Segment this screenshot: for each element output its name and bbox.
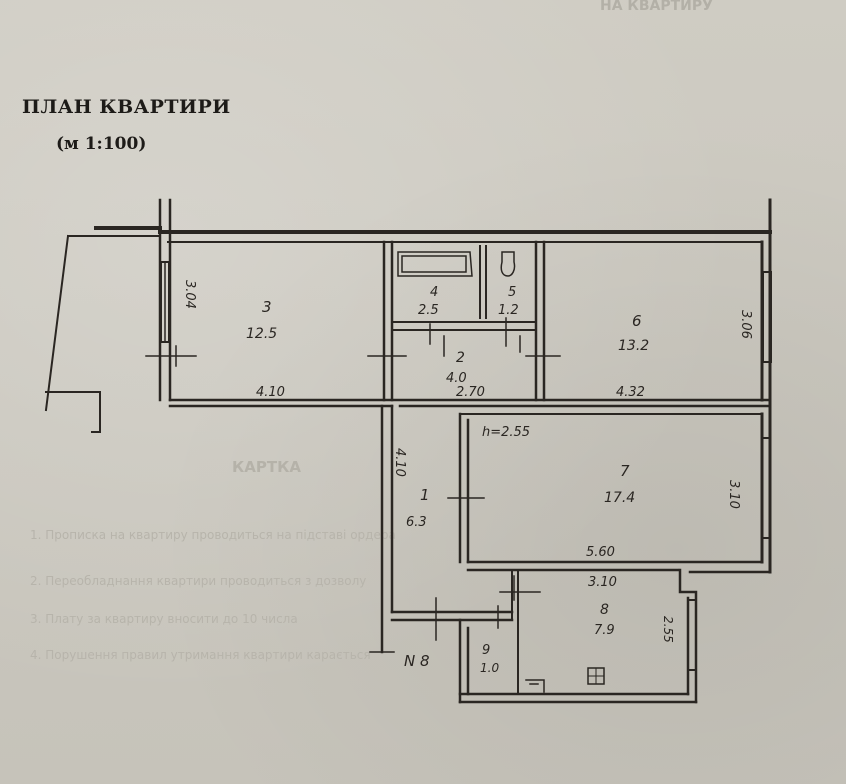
middle-wall	[168, 398, 772, 408]
dim-room3-width: 4.10	[256, 385, 285, 400]
toilet-icon	[500, 251, 516, 277]
room-6-number: 6	[632, 312, 642, 330]
wall-bath-toilet	[479, 245, 487, 319]
wall-bath-right	[534, 240, 546, 402]
room-8-number: 8	[600, 602, 609, 618]
sink-icon	[525, 679, 545, 693]
faded-line-4: 4. Порушення правил утримання квартири к…	[30, 648, 371, 662]
door-tick-7	[499, 575, 541, 601]
room-5-number: 5	[508, 285, 516, 300]
dim-room3-height: 3.04	[182, 280, 197, 309]
room8-bottom-wall	[458, 692, 698, 704]
dim-room7-width: 5.60	[586, 545, 615, 560]
bathtub-icon	[397, 251, 473, 277]
dim-room6-width: 4.32	[616, 385, 645, 400]
room-3-number: 3	[262, 298, 272, 316]
balcony-outline	[44, 234, 161, 433]
room-3-area: 12.5	[246, 326, 277, 342]
room-7-number: 7	[620, 462, 630, 480]
door-tick-8	[435, 597, 499, 641]
dim-room6-height: 3.06	[738, 310, 753, 339]
room9-top-wall	[390, 610, 514, 622]
room-8-area: 7.9	[594, 623, 615, 638]
room-5-area: 1.2	[498, 303, 519, 318]
stove-grid	[587, 667, 605, 685]
apartment-number: N 8	[404, 652, 430, 670]
faded-line-3: 3. Плату за квартиру вносити до 10 числа	[30, 612, 298, 626]
wall-bath-bottom	[391, 321, 537, 331]
room8-left-wall	[511, 569, 519, 695]
outer-wall-top	[94, 226, 772, 234]
door-tick-5	[525, 345, 561, 369]
room-6-area: 13.2	[618, 338, 649, 354]
dim-room8-height: 2.55	[661, 616, 675, 643]
room-9-area: 1.0	[480, 661, 499, 675]
dim-room8-width: 3.10	[588, 575, 617, 590]
window-room7	[761, 437, 771, 539]
window-room6	[762, 271, 772, 363]
faded-heading: КАРТКА	[232, 458, 301, 476]
room-1-area: 6.3	[406, 515, 427, 530]
room-9-number: 9	[482, 643, 490, 658]
wall-room3-right	[382, 240, 394, 402]
room7-bottom-wall	[466, 560, 772, 574]
room-4-number: 4	[430, 285, 438, 300]
room-1-number: 1	[420, 486, 430, 504]
room-7-area: 17.4	[604, 490, 635, 506]
corridor-left-wall	[380, 404, 394, 654]
dim-room7-height: 3.10	[726, 480, 741, 509]
plan-scale: (м 1:100)	[56, 134, 147, 154]
room-2-area: 4.0	[446, 371, 467, 386]
faded-header: НА КВАРТИРУ	[600, 0, 713, 14]
room9-left-wall	[458, 618, 470, 704]
door-tick-4	[505, 317, 521, 353]
dim-ceiling-height: h=2.55	[482, 425, 530, 440]
window-room8	[687, 599, 697, 671]
faded-line-2: 2. Переобладнання квартири проводиться з…	[30, 574, 367, 588]
door-tick-1	[145, 345, 197, 367]
right-wall-room7	[760, 408, 772, 574]
dim-room1-height: 4.10	[392, 448, 407, 477]
plan-title: ПЛАН КВАРТИРИ	[22, 96, 231, 118]
room-4-area: 2.5	[418, 303, 439, 318]
door-tick-3	[429, 323, 445, 357]
corridor-right-wall	[458, 412, 470, 564]
room-2-number: 2	[456, 350, 465, 366]
faded-line-1: 1. Прописка на квартиру проводиться на п…	[30, 528, 396, 542]
dim-room2-width: 2.70	[456, 385, 485, 400]
